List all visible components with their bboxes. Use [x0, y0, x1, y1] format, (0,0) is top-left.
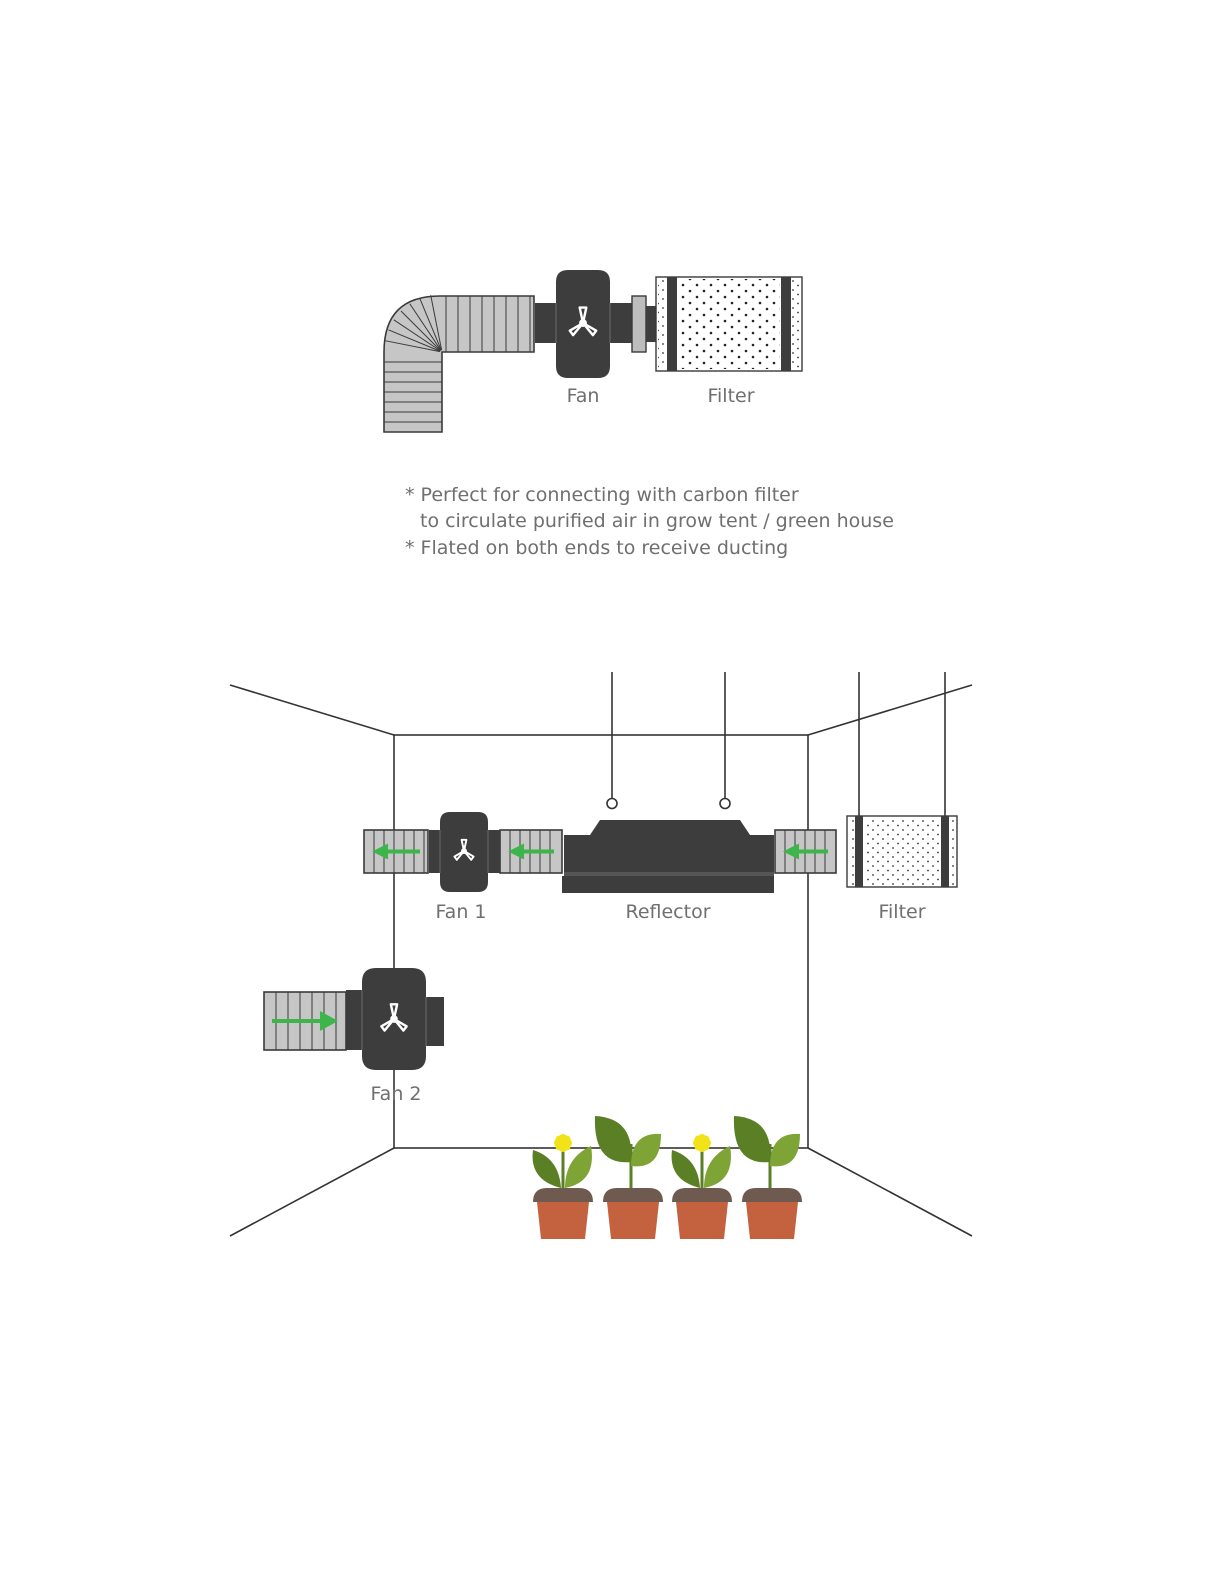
plant-sprout-2 [733, 1116, 802, 1239]
top-fan [535, 270, 656, 378]
note-line-1: * Perfect for connecting with carbon fil… [405, 484, 799, 506]
ceiling-left-edge [229, 684, 395, 736]
floor-right-edge [807, 1147, 973, 1237]
room-filter-label: Filter [878, 901, 925, 923]
note-line-2: to circulate purified air in grow tent /… [420, 510, 894, 532]
elbow-duct [383, 295, 535, 433]
notes: * Perfect for connecting with carbon fil… [405, 484, 894, 559]
floor-left-edge [229, 1147, 395, 1237]
grow-room [229, 684, 973, 1237]
airflow-arrow-icon [372, 843, 420, 860]
plant-flower-1 [532, 1134, 593, 1239]
top-setup: Fan Filter [383, 270, 803, 433]
back-wall [393, 734, 809, 1149]
hanging-wires [606, 672, 946, 817]
plant-sprout-1 [594, 1116, 663, 1239]
fan-1 [429, 812, 500, 892]
fan-blade-icon [453, 838, 475, 861]
duct-fan-1-to-reflector [499, 829, 563, 874]
flower [693, 1134, 711, 1152]
airflow-arrow-icon [272, 1011, 338, 1031]
plant-flower-2 [671, 1134, 732, 1239]
fan-2 [346, 968, 444, 1070]
duct-fan-2-intake [263, 991, 347, 1051]
room-filter [846, 815, 958, 888]
airflow-arrow-icon [508, 843, 554, 860]
duct-reflector-to-filter [774, 829, 837, 874]
top-filter-label: Filter [707, 385, 754, 407]
note-line-3: * Flated on both ends to receive ducting [405, 537, 788, 559]
ceiling-right-edge [807, 684, 973, 736]
reflector-label: Reflector [625, 901, 710, 923]
duct-left-of-fan-1 [363, 829, 429, 874]
fan-2-label: Fan 2 [371, 1083, 422, 1105]
top-fan-label: Fan [567, 385, 600, 407]
reflector [562, 820, 774, 893]
fan-blade-icon [380, 1003, 408, 1032]
airflow-arrow-icon [783, 843, 828, 860]
duct-segments [263, 829, 837, 1051]
fan-1-label: Fan 1 [436, 901, 487, 923]
potted-plants [532, 1116, 802, 1239]
fan-blade-icon [568, 306, 598, 337]
top-filter [655, 276, 803, 372]
flower [554, 1134, 572, 1152]
